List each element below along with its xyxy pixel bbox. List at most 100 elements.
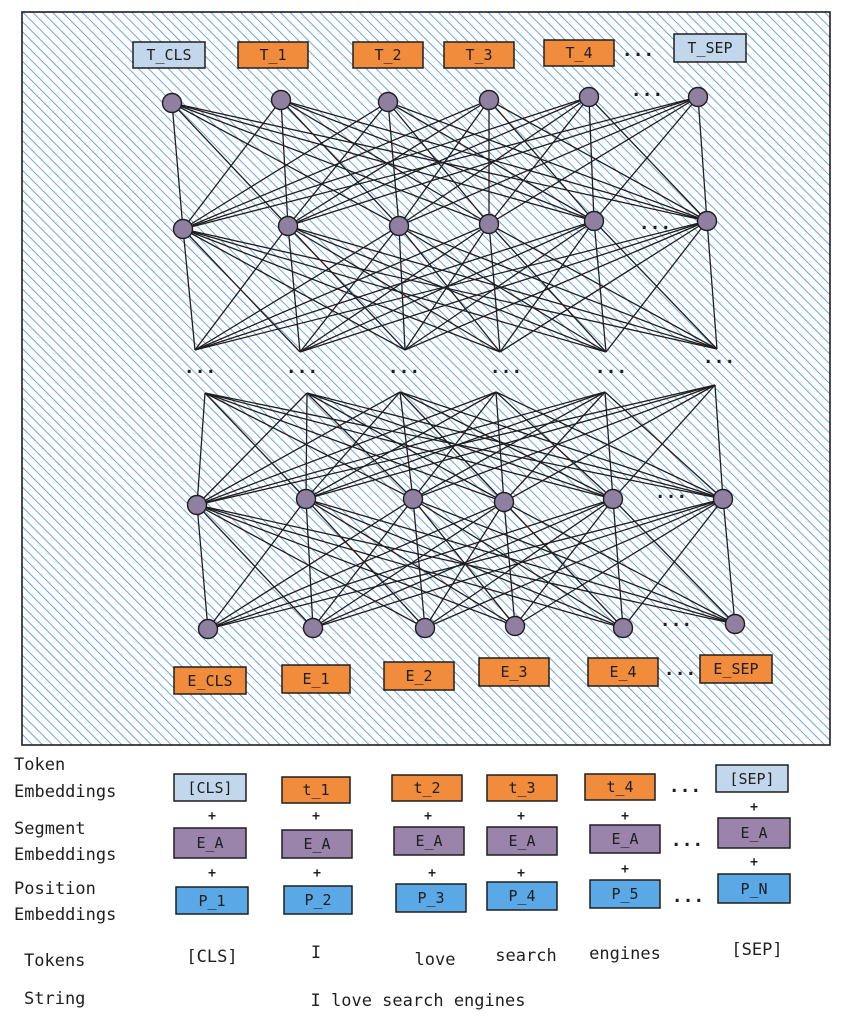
position-embeddings-label: Position bbox=[14, 879, 96, 899]
connection-line bbox=[204, 392, 724, 500]
connection-line bbox=[287, 96, 590, 227]
connection-line bbox=[398, 96, 699, 227]
neuron-node bbox=[302, 617, 324, 639]
output-token-label: T_CLS bbox=[146, 46, 191, 64]
input-embedding-label: E_2 bbox=[405, 667, 432, 685]
output-token-label: T_SEP bbox=[687, 39, 732, 57]
node-ellipsis: ... bbox=[655, 482, 688, 503]
layer-ellipsis: ... bbox=[490, 357, 523, 378]
token-text: search bbox=[495, 946, 556, 966]
neuron-node bbox=[696, 210, 718, 232]
connection-line bbox=[306, 392, 724, 500]
connection-line bbox=[495, 391, 505, 503]
connection-line bbox=[503, 391, 606, 503]
layer-ellipsis: ... bbox=[703, 347, 736, 368]
token-embedding-label: [SEP] bbox=[729, 770, 774, 788]
position-ellipsis: ... bbox=[672, 886, 705, 907]
connection-line bbox=[287, 225, 406, 351]
token-embedding-box bbox=[173, 773, 247, 802]
connection-line bbox=[287, 225, 301, 353]
connection-line bbox=[312, 498, 414, 629]
output-token-box bbox=[132, 41, 206, 69]
neuron-node bbox=[578, 86, 600, 108]
token-text: [SEP] bbox=[731, 940, 782, 960]
token-embedding-label: t_2 bbox=[413, 779, 440, 797]
position-embedding-box bbox=[283, 885, 353, 915]
connection-line bbox=[182, 228, 301, 353]
connection-line bbox=[196, 504, 624, 629]
segment-embedding-label: E_A bbox=[303, 835, 330, 853]
input-embedding-label: E_1 bbox=[302, 670, 329, 688]
connection-line bbox=[194, 220, 708, 351]
connection-line bbox=[196, 391, 497, 506]
plus-sign: + bbox=[424, 809, 432, 824]
plus-sign: + bbox=[312, 809, 320, 824]
segment-embedding-box bbox=[173, 827, 247, 859]
connection-line bbox=[488, 99, 595, 222]
output-token-label: T_2 bbox=[374, 46, 401, 64]
connection-line bbox=[171, 102, 184, 230]
input-embedding-row: E_CLS E_1 E_2 E_3 E_4 ... E_SEP bbox=[173, 654, 773, 695]
neuron-node bbox=[493, 491, 515, 513]
segment-ellipsis: ... bbox=[671, 830, 704, 851]
position-embedding-label: P_2 bbox=[304, 891, 331, 909]
connection-line bbox=[182, 228, 607, 353]
node-ellipsis: ... bbox=[660, 610, 693, 631]
plus-sign: + bbox=[313, 866, 321, 881]
segment-embedding-label: E_A bbox=[415, 832, 442, 850]
connection-line bbox=[182, 228, 196, 351]
connection-line bbox=[605, 220, 708, 353]
connection-line bbox=[412, 498, 426, 629]
plus-sign: + bbox=[208, 809, 216, 824]
position-embedding-box bbox=[175, 886, 249, 915]
connection-line bbox=[287, 225, 607, 353]
connection-line bbox=[503, 501, 516, 627]
connection-line bbox=[299, 225, 400, 353]
neuron-node bbox=[295, 488, 317, 510]
plus-sign: + bbox=[621, 809, 629, 824]
connection-line bbox=[305, 498, 426, 629]
segment-embedding-label: E_A bbox=[611, 830, 638, 848]
position-embedding-box bbox=[486, 881, 558, 911]
segment-embedding-box bbox=[717, 817, 791, 849]
connection-line bbox=[499, 220, 708, 353]
input-ellipsis: ... bbox=[664, 659, 697, 680]
output-token-box bbox=[352, 41, 424, 69]
token-embeddings-label: Token bbox=[14, 755, 65, 775]
connection-line bbox=[593, 220, 718, 350]
neuron-node bbox=[277, 215, 299, 237]
connection-line bbox=[305, 392, 308, 500]
network-connections bbox=[171, 96, 736, 630]
connection-line bbox=[398, 225, 718, 350]
token-text: [CLS] bbox=[186, 947, 237, 967]
connection-line bbox=[398, 225, 406, 351]
neuron-node bbox=[186, 494, 208, 516]
plus-sign: + bbox=[428, 866, 436, 881]
neuron-node bbox=[724, 613, 746, 635]
input-embedding-box bbox=[281, 664, 351, 694]
neuron-node bbox=[270, 89, 292, 111]
position-embeddings-label: Embeddings bbox=[14, 905, 116, 925]
input-embedding-label: E_CLS bbox=[187, 672, 232, 690]
token-embedding-label: [CLS] bbox=[187, 779, 232, 797]
neuron-node bbox=[478, 89, 500, 111]
connection-line bbox=[194, 220, 595, 351]
connection-line bbox=[280, 99, 490, 225]
token-text: engines bbox=[589, 944, 661, 964]
neuron-node bbox=[402, 488, 424, 510]
output-token-label: T_4 bbox=[565, 44, 592, 62]
connection-line bbox=[171, 102, 289, 227]
output-ellipsis: ... bbox=[622, 40, 655, 61]
connection-line bbox=[412, 498, 736, 625]
connection-line bbox=[171, 102, 490, 225]
segment-embedding-label: E_A bbox=[196, 834, 223, 852]
connection-line bbox=[196, 391, 401, 506]
segment-embedding-box bbox=[281, 829, 353, 859]
connection-line bbox=[722, 498, 736, 625]
neuron-node bbox=[687, 86, 709, 108]
input-embedding-box bbox=[478, 657, 550, 687]
connection-line bbox=[280, 99, 595, 222]
connection-line bbox=[399, 391, 724, 500]
connection-line bbox=[306, 392, 414, 500]
